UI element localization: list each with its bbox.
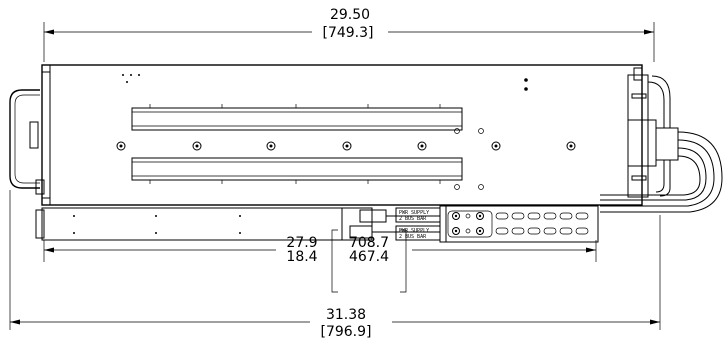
top-width-inches: 29.50 [330, 7, 370, 23]
top-width-mm: [749.3] [322, 25, 373, 41]
overall-length-mm: [796.9] [320, 324, 371, 340]
top-width-dimension: 29.50 [749.3] [43, 7, 655, 62]
overall-length-dimension: 31.38 [796.9] [9, 190, 661, 340]
psu-label-1b: 2 BUS BAR [399, 216, 427, 222]
overall-length-inches: 31.38 [326, 307, 366, 323]
rear-cable-assembly [600, 67, 723, 213]
rail-length-inches: 27.9 [286, 235, 317, 251]
rail-length-dimension: 27.9 18.4 708.7 467.4 [43, 229, 597, 293]
psu-label-2: PWR SUPPLY [399, 228, 429, 234]
chassis-body [35, 64, 643, 206]
left-handle [9, 89, 40, 189]
screw-row [116, 141, 576, 151]
rail-length-inches-2: 18.4 [286, 249, 317, 265]
psu-label-2b: 2 BUS BAR [399, 234, 427, 240]
rail-length-mm: 708.7 [349, 235, 389, 251]
rail-length-mm-2: 467.4 [349, 249, 389, 265]
psu-label-1: PWR SUPPLY [399, 210, 429, 216]
